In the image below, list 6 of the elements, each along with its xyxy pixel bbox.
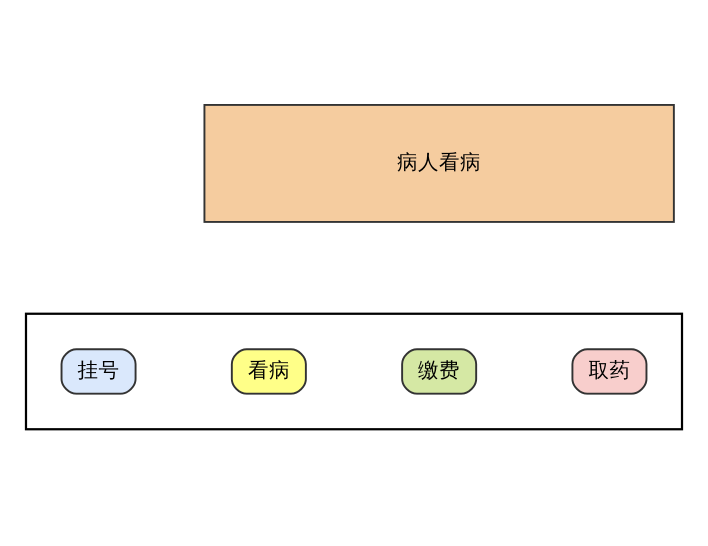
node-box: 看病	[230, 348, 307, 395]
node-box: 挂号	[60, 348, 137, 395]
node-box: 缴费	[401, 348, 478, 395]
node-box: 取药	[571, 348, 648, 395]
node-box: 病人看病	[203, 104, 675, 223]
cluster	[24, 312, 684, 430]
